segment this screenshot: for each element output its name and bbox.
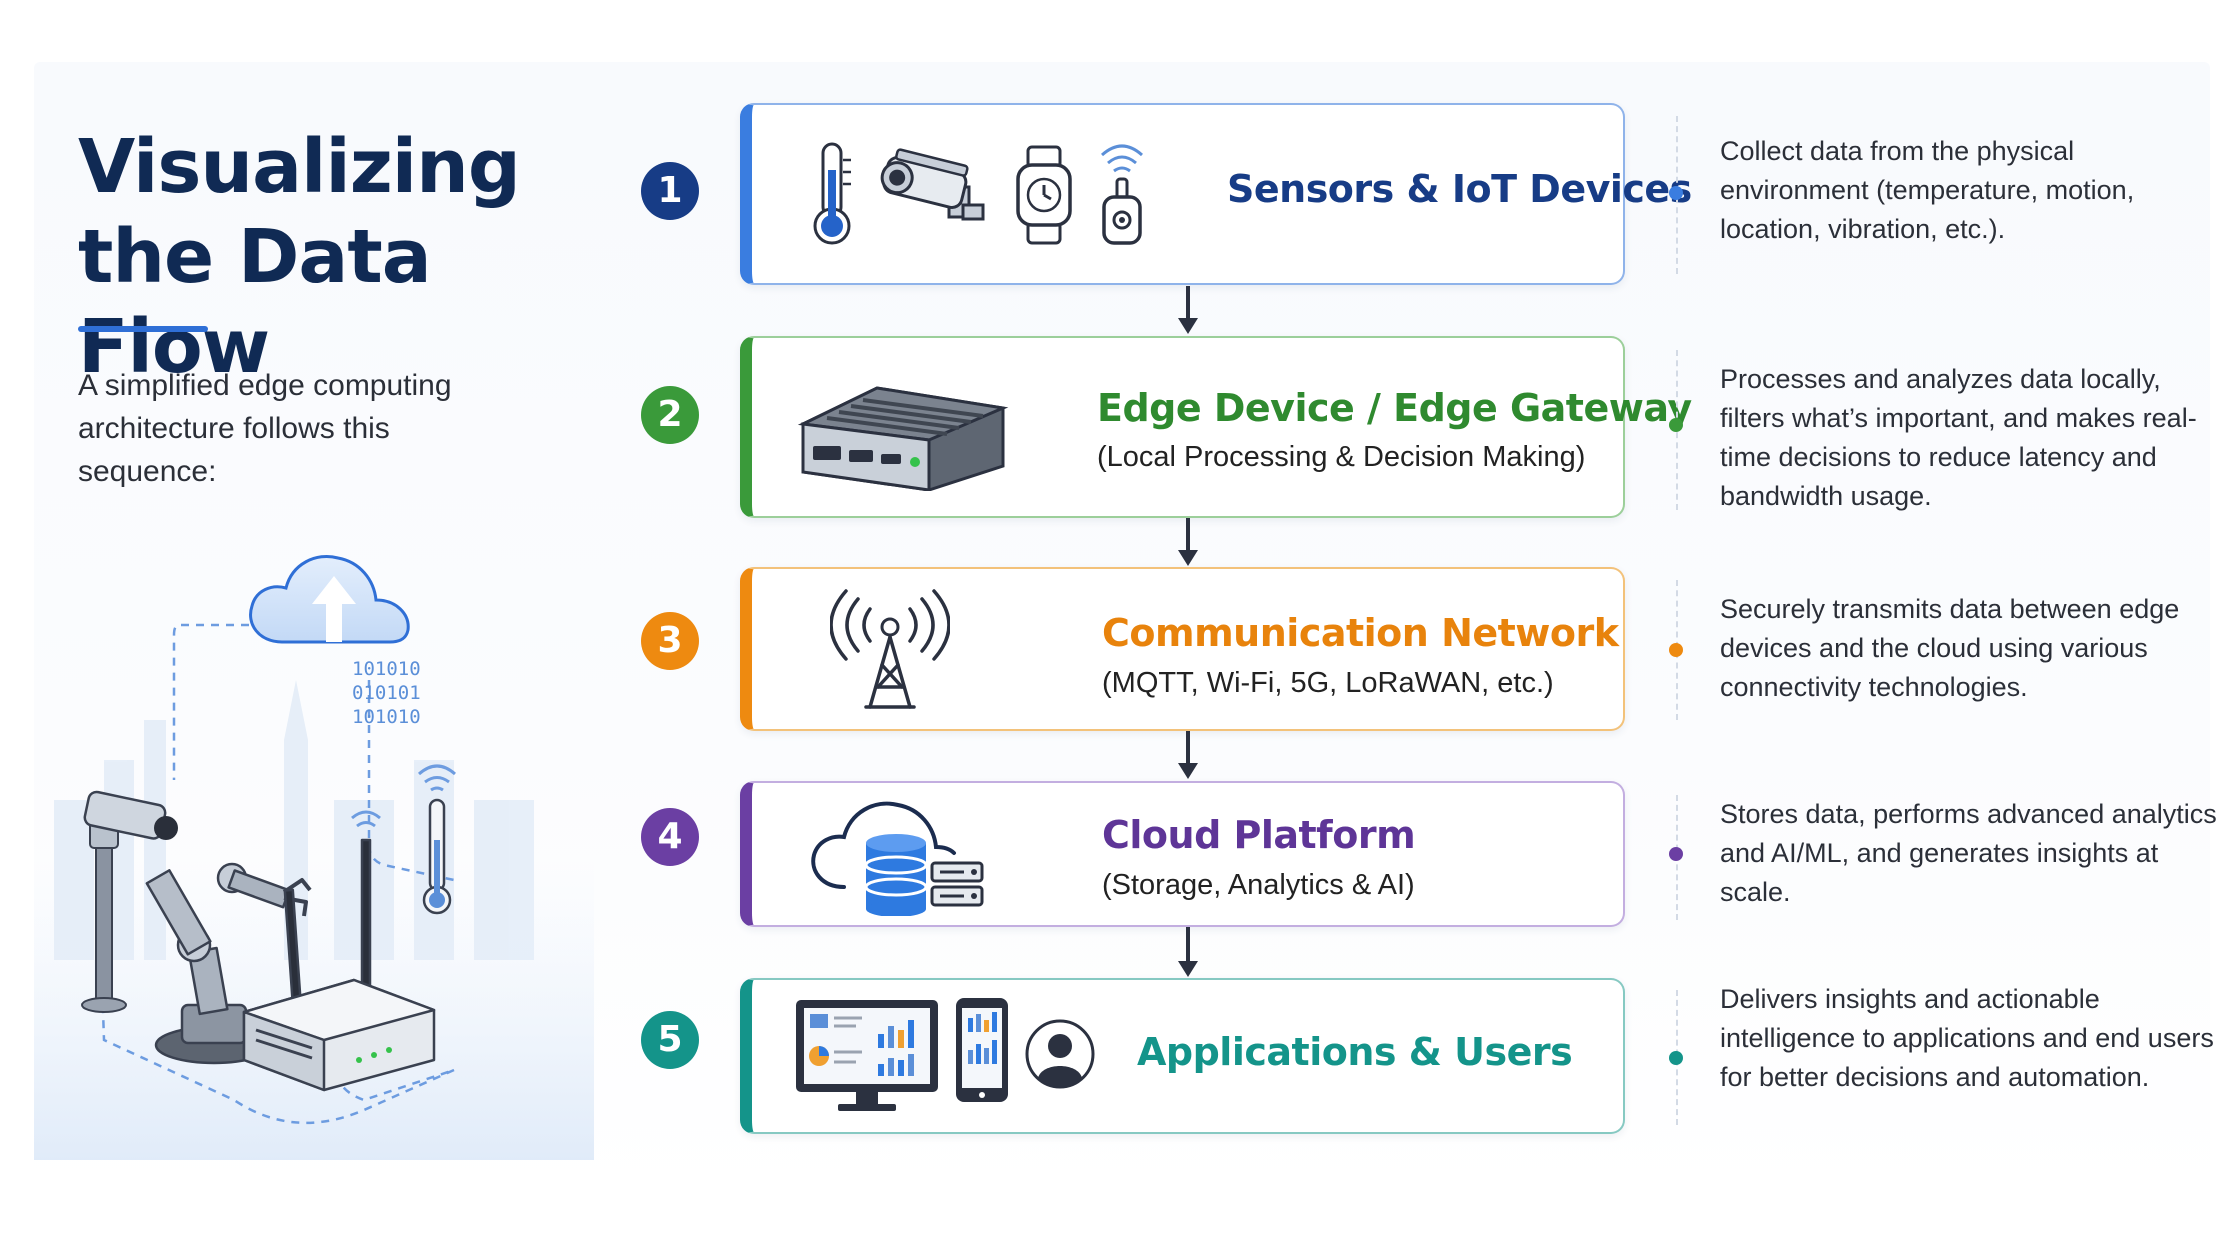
cloud-database-icon xyxy=(811,801,984,916)
bullet-dot-4 xyxy=(1669,847,1683,861)
step-card-edge-gateway: Edge Device / Edge Gateway (Local Proces… xyxy=(740,336,1692,518)
step-number-4: 4 xyxy=(641,808,699,866)
dashboard-monitor-icon xyxy=(796,1000,938,1111)
step-card-applications: Applications & Users xyxy=(740,978,1625,1134)
intro-text: A simplified edge computing architecture… xyxy=(78,369,452,488)
step-description-cloud: Stores data, performs advanced analytics… xyxy=(1720,799,2217,907)
step-description-applications: Delivers insights and actionable intelli… xyxy=(1720,984,2214,1092)
title-underline xyxy=(78,326,208,332)
user-icon xyxy=(1025,1019,1095,1089)
thermometer-icon xyxy=(813,142,851,245)
step-card-cloud: Cloud Platform (Storage, Analytics & AI) xyxy=(740,781,1625,927)
edge-gateway-icon xyxy=(797,386,1009,491)
server-rack xyxy=(930,861,984,907)
binary-line-2: 010101 xyxy=(352,682,421,704)
bullet-dot-2 xyxy=(1669,418,1683,432)
flow-arrow-2-3 xyxy=(1178,518,1198,566)
bullet-dot-5 xyxy=(1669,1051,1683,1065)
step-title-sensors: Sensors & IoT Devices xyxy=(1227,167,1692,211)
step-description-edge-gateway: Processes and analyzes data locally, fil… xyxy=(1720,364,2197,511)
step-number-1: 1 xyxy=(641,162,699,220)
flow-arrow-4-5 xyxy=(1178,927,1198,977)
step-number-5: 5 xyxy=(641,1011,699,1069)
upload-cloud-icon xyxy=(249,555,410,644)
pole-camera-icon xyxy=(81,790,178,1013)
step-title-edge-gateway: Edge Device / Edge Gateway xyxy=(1097,386,1692,430)
step-subtitle-edge-gateway: (Local Processing & Decision Making) xyxy=(1097,441,1586,473)
security-camera-icon xyxy=(880,148,985,221)
step-description-network: Securely transmits data between edge dev… xyxy=(1720,594,2180,702)
step-subtitle-network: (MQTT, Wi-Fi, 5G, LoRaWAN, etc.) xyxy=(1102,667,1554,699)
wireless-thermometer-icon xyxy=(418,764,456,915)
step-subtitle-cloud: (Storage, Analytics & AI) xyxy=(1102,869,1415,901)
page-title: Visualizing the Data Flow xyxy=(78,124,521,390)
step-number-2: 2 xyxy=(641,386,699,444)
smartphone-icon xyxy=(956,998,1008,1102)
step-number-3: 3 xyxy=(641,612,699,670)
flow-arrow-3-4 xyxy=(1178,731,1198,779)
binary-line-3: 101010 xyxy=(352,706,421,728)
edge-architecture-illustration: 101010 010101 101010 xyxy=(34,555,594,1160)
antenna-tower-icon xyxy=(830,589,950,709)
step-card-network: Communication Network (MQTT, Wi-Fi, 5G, … xyxy=(740,567,1625,731)
step-description-sensors: Collect data from the physical environme… xyxy=(1720,136,2135,244)
step-title-applications: Applications & Users xyxy=(1137,1030,1573,1074)
binary-line-1: 101010 xyxy=(352,658,421,680)
database-stack xyxy=(864,834,928,916)
smartwatch-icon xyxy=(1016,145,1072,245)
step-title-cloud: Cloud Platform xyxy=(1102,813,1416,857)
wifi-router-icon xyxy=(242,810,436,1092)
wireless-tag-icon xyxy=(1100,144,1144,245)
bullet-dot-1 xyxy=(1669,186,1683,200)
bullet-dot-3 xyxy=(1669,643,1683,657)
step-card-sensors: Sensors & IoT Devices xyxy=(740,103,1692,285)
step-title-network: Communication Network xyxy=(1102,611,1619,655)
flow-arrow-1-2 xyxy=(1178,286,1198,334)
